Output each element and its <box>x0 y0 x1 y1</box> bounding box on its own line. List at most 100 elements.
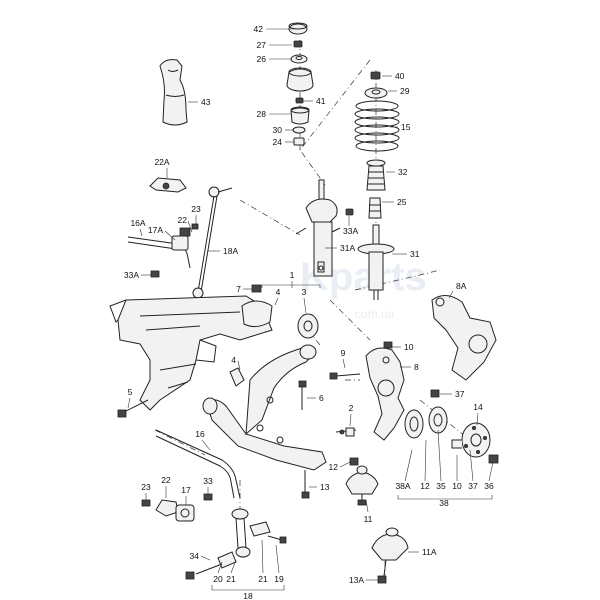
strut-assembly-31A <box>295 179 341 277</box>
callout-label-c3: 3 <box>302 287 307 297</box>
callout-label-c18: 18 <box>243 591 253 600</box>
callout-label-c33b: 33 <box>203 476 213 486</box>
leader-line-c38A <box>404 449 413 482</box>
bolt-6 <box>298 380 307 410</box>
link-rod-18 <box>185 508 287 580</box>
leader-line-c21a <box>230 559 237 574</box>
callout-label-c7: 7 <box>236 284 241 294</box>
callout-label-c4b: 4 <box>231 355 236 365</box>
leader-line-c4b <box>237 360 241 371</box>
stabilizer-bar-16 <box>155 429 241 499</box>
callout-label-c21b: 21 <box>258 574 268 584</box>
callout-label-c29: 29 <box>400 86 410 96</box>
bushing-4 <box>229 367 245 387</box>
callout-label-c12top: 12 <box>329 462 339 472</box>
callout-label-c34: 34 <box>190 551 200 561</box>
protective-boot <box>159 59 188 126</box>
leader-line-c14 <box>476 412 479 426</box>
strut-washer <box>290 54 308 64</box>
callout-label-c36: 36 <box>484 481 494 491</box>
callout-label-c27: 27 <box>257 40 267 50</box>
callout-label-c21a: 21 <box>226 574 236 584</box>
callout-label-c33Aleft: 33A <box>124 270 139 280</box>
leader-line-c3 <box>303 297 307 314</box>
wheel-hub-14 <box>451 422 491 458</box>
wheel-bearing-38A <box>404 409 424 439</box>
callout-label-c8: 8 <box>414 362 419 372</box>
callout-label-c17A: 17A <box>148 225 163 235</box>
bushing-17 <box>175 504 195 522</box>
callout-label-c4: 4 <box>276 287 281 297</box>
callout-label-c18A: 18A <box>223 246 238 256</box>
callout-label-c11A: 11A <box>422 547 437 557</box>
leader-line-c5 <box>127 397 131 409</box>
leader-line-c19 <box>275 544 280 574</box>
callout-label-c23top: 23 <box>191 204 201 214</box>
bump-stop-25 <box>368 197 382 219</box>
leader-line-c8A <box>448 290 454 299</box>
callout-label-c2: 2 <box>349 403 354 413</box>
bolt-23-bottom <box>141 499 151 507</box>
bump-stop <box>290 106 310 125</box>
bolt-9 <box>329 372 361 380</box>
callout-label-c14: 14 <box>473 402 483 412</box>
callout-label-c11: 11 <box>364 514 373 524</box>
nut-41 <box>295 97 304 104</box>
callout-label-c28: 28 <box>257 109 267 119</box>
clamp-22-bottom <box>155 499 179 517</box>
nut-7 <box>251 284 262 293</box>
bracket-38 <box>397 495 493 500</box>
bushing-17A <box>171 235 189 251</box>
spring-seat-29 <box>364 87 388 99</box>
shock-absorber-31 <box>357 224 395 300</box>
nut-10-top <box>383 341 393 349</box>
leader-line-c35 <box>437 429 442 482</box>
strut-cap <box>288 22 308 35</box>
leader-line-c37b <box>469 449 474 482</box>
bushing-3 <box>297 313 319 339</box>
leader-line-c12b <box>424 439 427 482</box>
leader-line-c9 <box>342 358 346 369</box>
subframe <box>109 295 273 411</box>
bolt-23-top <box>191 223 199 230</box>
leader-line-c16A <box>139 228 143 237</box>
callout-label-c37top: 37 <box>455 389 465 399</box>
callout-label-c5: 5 <box>128 387 133 397</box>
hub-nut-36 <box>488 454 499 464</box>
callout-label-c1: 1 <box>290 270 295 280</box>
callout-label-c6: 6 <box>319 393 324 403</box>
nut-12 <box>349 457 359 466</box>
callout-label-c20: 20 <box>213 574 223 584</box>
callout-label-c8A: 8A <box>456 281 467 291</box>
clamp-22 <box>179 227 191 237</box>
clip-22A <box>149 177 187 193</box>
callout-label-c24: 24 <box>273 137 283 147</box>
control-arm <box>202 344 327 471</box>
callout-label-c13A: 13A <box>349 575 364 585</box>
strut-top-mount <box>286 67 314 92</box>
bracket-1 <box>261 284 321 288</box>
nut-37-top <box>430 389 440 398</box>
callout-label-c40: 40 <box>395 71 405 81</box>
callout-label-c31A: 31A <box>340 243 355 253</box>
leader-line-c34 <box>200 555 211 561</box>
link-rod-18A <box>192 186 233 299</box>
callout-label-c10: 10 <box>404 342 414 352</box>
callout-label-c19: 19 <box>274 574 284 584</box>
ball-joint-11 <box>345 465 379 506</box>
bearing-35 <box>428 406 448 434</box>
sleeve-24 <box>293 137 305 146</box>
callout-label-c30: 30 <box>273 125 283 135</box>
callout-label-c41: 41 <box>316 96 326 106</box>
leader-line-c20 <box>217 561 223 574</box>
callout-label-c22mid: 22 <box>178 215 188 225</box>
leader-line-c2 <box>349 413 352 427</box>
ball-joint-11A <box>371 527 409 577</box>
callout-label-c42: 42 <box>254 24 264 34</box>
callout-label-c32: 32 <box>398 167 408 177</box>
ball-link-2 <box>335 427 357 437</box>
dust-boot-32 <box>366 159 386 191</box>
callout-label-c38: 38 <box>439 498 449 508</box>
callout-label-c22A: 22A <box>154 157 169 167</box>
